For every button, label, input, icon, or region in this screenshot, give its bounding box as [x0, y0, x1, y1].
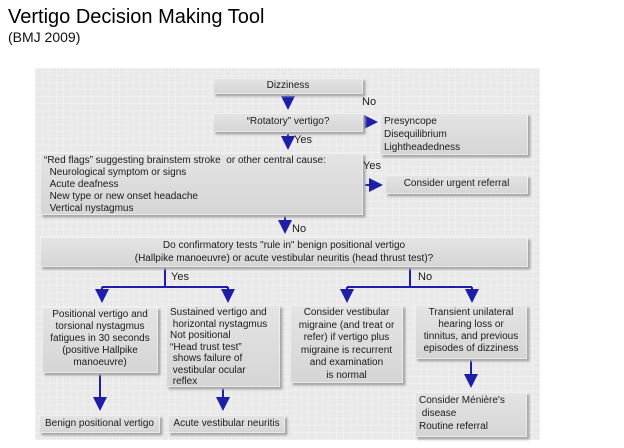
node-acute-vestibular-neuritis: Acute vestibular neuritis	[168, 415, 285, 433]
edge-label-rotatory-yes: Yes	[294, 134, 312, 146]
node-urgent-referral: Consider urgent referral	[385, 175, 528, 194]
node-confirmatory-tests: Do confirmatory tests "rule in" benign p…	[40, 237, 528, 267]
node-positional-vertigo: Positional vertigo and torsional nystagm…	[42, 307, 158, 373]
flowchart-panel: Dizziness “Rotatory” vertigo? Presyncope…	[35, 68, 540, 440]
node-presyncope-disequilibrium-lightheadedness: Presyncope Disequilibrium Lightheadednes…	[380, 113, 528, 155]
node-sustained-vertigo: Sustained vertigo and horizontal nystagm…	[166, 305, 280, 387]
node-transient-hearing-loss: Transient unilateral hearing loss or tin…	[415, 305, 527, 359]
edge-label-confirmatory-yes: Yes	[171, 271, 189, 283]
page-title: Vertigo Decision Making Tool	[8, 6, 265, 28]
page-subtitle: (BMJ 2009)	[8, 29, 81, 45]
node-benign-positional-vertigo: Benign positional vertigo	[39, 415, 160, 433]
node-red-flags: “Red flags” suggesting brainstem stroke …	[40, 153, 363, 215]
edge-label-confirmatory-no: No	[418, 271, 433, 283]
node-rotatory-vertigo: “Rotatory” vertigo?	[213, 113, 363, 132]
edge-label-red-flags-no: No	[292, 223, 307, 235]
edge-label-rotatory-no: No	[362, 96, 377, 108]
flow-arrows	[93, 95, 479, 411]
node-vestibular-migraine: Consider vestibular migraine (and treat …	[290, 305, 403, 383]
edge-label-red-flags-yes: Yes	[363, 160, 381, 172]
node-dizziness: Dizziness	[213, 78, 363, 94]
node-meniere-disease: Consider Ménière's disease Routine refer…	[415, 392, 527, 437]
